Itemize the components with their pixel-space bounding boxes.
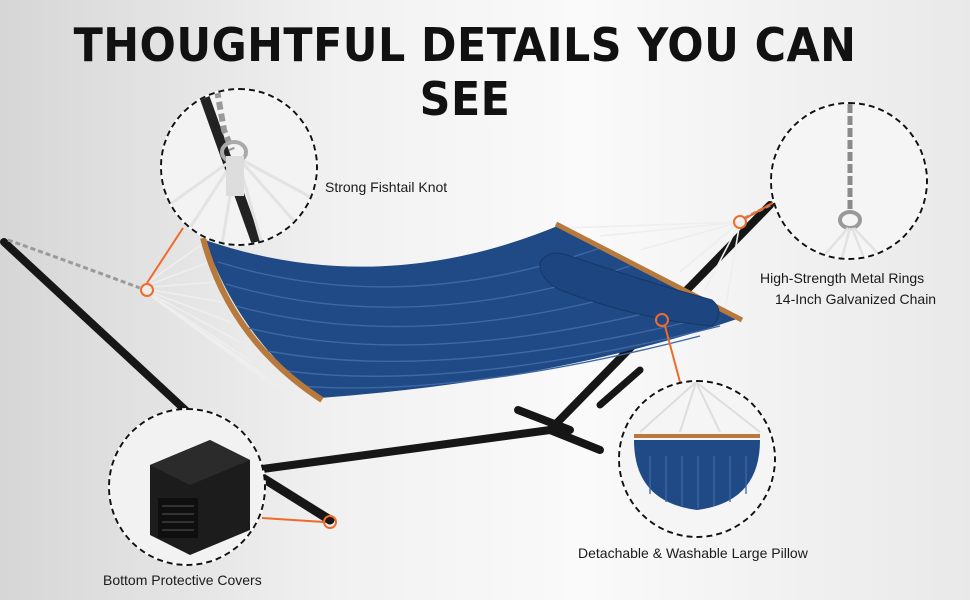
left-chain: [7, 238, 141, 290]
left-spreader-bar: [200, 237, 324, 403]
left-ropes: [139, 241, 301, 401]
pillow-detail-image: [620, 382, 774, 536]
stand-frame: [0, 201, 774, 525]
page-title: THOUGHTFUL DETAILS YOU CAN SEE: [73, 18, 857, 126]
covers-detail-image: [110, 410, 264, 564]
rings-detail-image: [772, 104, 926, 258]
pillow-callout: [618, 380, 776, 538]
rings-label-line2: 14-Inch Galvanized Chain: [775, 291, 937, 307]
knot-callout: [160, 88, 318, 246]
rings-callout: [770, 102, 928, 260]
covers-label: Bottom Protective Covers: [103, 572, 262, 588]
pillow: [539, 252, 720, 327]
callout-markers: [140, 199, 779, 529]
covers-callout: [108, 408, 266, 566]
right-ropes: [564, 221, 741, 311]
pillow-label: Detachable & Washable Large Pillow: [578, 545, 808, 561]
knot-label: Strong Fishtail Knot: [325, 179, 448, 195]
rings-label-line1: High-Strength Metal Rings: [760, 270, 925, 286]
knot-detail-image: [162, 90, 316, 244]
